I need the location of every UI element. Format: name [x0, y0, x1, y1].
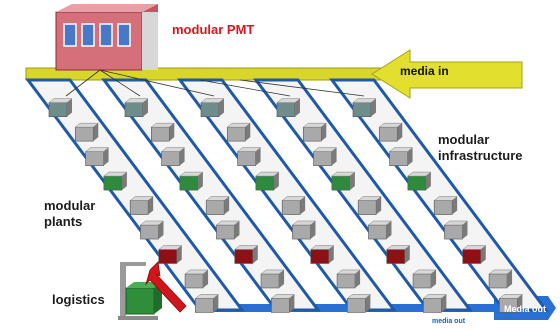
process-module [281, 196, 306, 215]
process-module [150, 122, 175, 142]
process-module [260, 269, 285, 289]
modular-pmt-unit [55, 4, 158, 71]
green-module [103, 171, 128, 191]
process-module [48, 98, 73, 117]
pmt-window [99, 23, 113, 47]
red-module [234, 245, 259, 264]
green-module [407, 171, 432, 191]
process-module [205, 196, 230, 215]
green-module [331, 171, 356, 191]
red-module [386, 245, 411, 264]
plant-lane [101, 78, 321, 313]
modular-infrastructure-label-line1: modular [438, 132, 490, 147]
process-module [443, 220, 469, 240]
media-out-arrow-label: Media out [504, 304, 546, 314]
process-module [276, 98, 301, 117]
plant-lane [253, 78, 473, 313]
process-module [236, 147, 262, 166]
process-module [346, 294, 372, 313]
process-module [388, 147, 414, 166]
process-module [215, 220, 241, 240]
media-in-arrow [371, 49, 523, 99]
plant-lane [177, 78, 397, 313]
process-module [357, 196, 382, 215]
process-module [226, 122, 251, 142]
plant-lanes [25, 78, 549, 313]
process-module [422, 294, 448, 313]
media-in-label: media in [400, 64, 449, 78]
process-module [270, 294, 296, 313]
logistics-label: logistics [52, 292, 105, 307]
plant-lane [25, 78, 245, 313]
media-in-bus [25, 49, 523, 99]
green-module [255, 171, 280, 191]
process-module [139, 220, 165, 240]
process-module [160, 147, 186, 166]
process-module [378, 122, 403, 142]
logistics-arrow [145, 261, 187, 313]
red-module [310, 245, 335, 264]
pmt-window [63, 23, 77, 47]
modular-plants-label: modular plants [44, 198, 95, 231]
process-module [124, 98, 149, 117]
process-module [194, 294, 220, 313]
process-module [312, 147, 338, 166]
red-module [462, 245, 487, 264]
modular-pmt-label: modular PMT [172, 22, 255, 37]
pmt-window [117, 23, 131, 47]
media-out-caption: media out [432, 318, 466, 325]
green-module [179, 171, 204, 191]
process-module [498, 294, 524, 313]
modular-infrastructure-label: modular infrastructure [438, 132, 523, 165]
process-module [412, 269, 437, 289]
process-module [336, 269, 361, 289]
modular-plants-label-line1: modular [44, 198, 96, 213]
process-module [302, 122, 327, 142]
pmt-window [81, 23, 95, 47]
pmt-connection-lines [65, 69, 365, 97]
process-module [367, 220, 393, 240]
process-module [488, 269, 513, 289]
logistics-icon [118, 261, 187, 320]
process-module [352, 98, 377, 117]
modular-infrastructure-label-line2: infrastructure [438, 148, 523, 164]
plant-lane [329, 78, 549, 313]
process-module [184, 269, 209, 289]
process-module [84, 147, 110, 166]
process-module [74, 122, 99, 142]
process-module [433, 196, 458, 215]
process-module [129, 196, 154, 215]
modular-plants-label-line2: plants [44, 214, 83, 230]
process-module [291, 220, 317, 240]
process-module [200, 98, 225, 117]
red-module [158, 245, 183, 264]
